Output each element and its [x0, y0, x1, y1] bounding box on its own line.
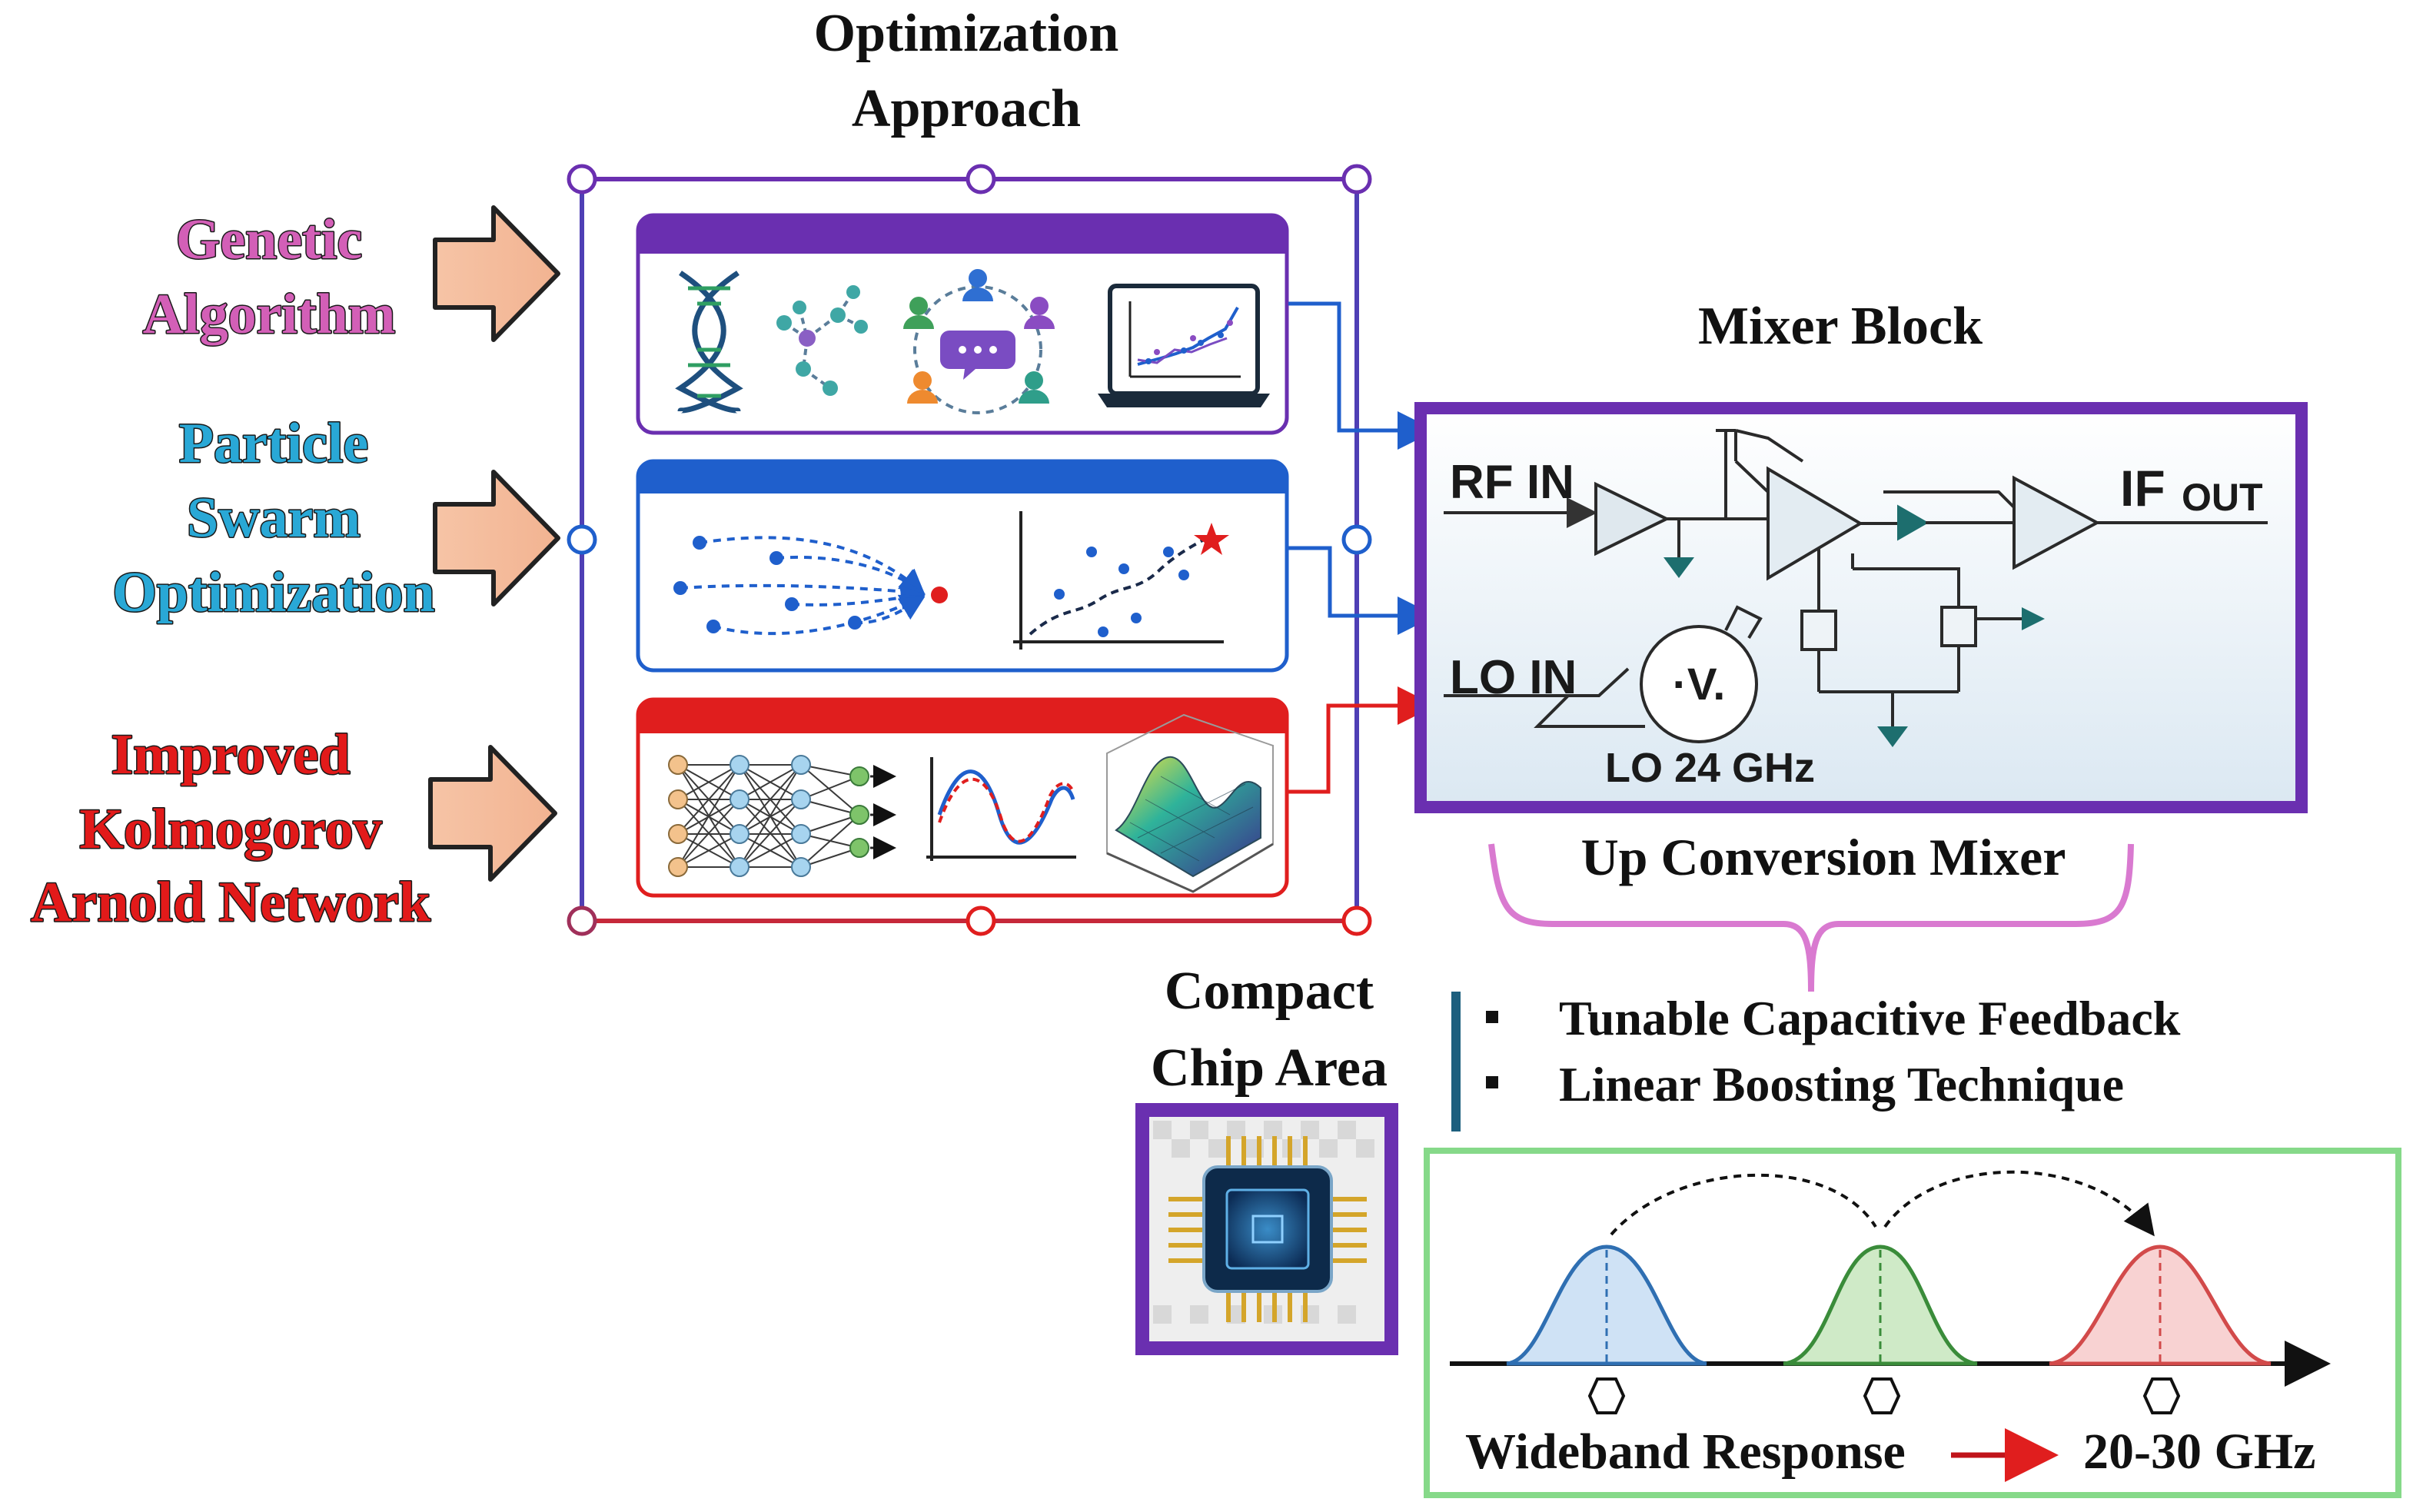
frequency-range-label: 20-30 GHz: [2083, 1424, 2315, 1480]
out-label: OUT: [2182, 476, 2263, 519]
dna-icon: [675, 271, 743, 414]
chip-image: [1135, 1103, 1398, 1355]
surface-plot-icon: [1106, 713, 1274, 893]
section-title-line1: Optimization: [814, 4, 1119, 63]
method-pso-label: Particle Swarm Optimization: [111, 411, 436, 626]
marker-hexagon-2: [1863, 1377, 1901, 1414]
molecule-icon: [776, 285, 868, 396]
rf-in-label: RF IN: [1450, 456, 1574, 509]
handle-bottom-left: [567, 906, 597, 936]
mixer-schematic: [1444, 429, 2268, 743]
method-pso-line1: Particle: [179, 412, 369, 475]
handle-top-middle: [966, 164, 996, 194]
panel-pso: [636, 459, 1289, 673]
handle-top-right: [1341, 164, 1372, 194]
ground-symbols: [1664, 557, 2045, 747]
mixer-title: Mixer Block: [1698, 297, 1983, 356]
method-genetic-label: Genetic Algorithm: [141, 208, 397, 347]
community-icon: [903, 269, 1055, 414]
marker-hexagon-3: [2142, 1377, 2181, 1414]
connector-genetic-to-mixer: [1288, 301, 1436, 450]
if-label: IF: [2120, 460, 2165, 517]
method-kan-label: Improved Kolmogorov Arnold Network: [29, 723, 432, 935]
handle-top-left: [567, 164, 597, 194]
method-pso-line3: Optimization: [112, 561, 434, 624]
method-genetic-line1: Genetic: [176, 208, 362, 271]
handle-right-middle: [1341, 524, 1372, 555]
wideband-response-label: Wideband Response: [1465, 1424, 1906, 1480]
method-kan-line3: Arnold Network: [31, 871, 431, 934]
connector-kan-to-mixer: [1288, 686, 1436, 794]
chip-title-line2: Chip Area: [1151, 1038, 1388, 1098]
wideband-panel: Wideband Response 20-30 GHz: [1424, 1148, 2401, 1498]
bullet-2: [1486, 1076, 1498, 1088]
swarm-icon: [673, 536, 948, 636]
chip-title-line1: Compact: [1165, 962, 1374, 1021]
lo-symbol: ·V.: [1673, 660, 1726, 709]
laptop-chart-icon: [1098, 284, 1270, 407]
block-arrow-kan: [428, 745, 557, 882]
method-pso-line2: Swarm: [187, 487, 361, 550]
block-arrow-pso: [433, 470, 560, 606]
scatter-trend-icon: [1013, 511, 1229, 650]
caption-brace: [1488, 843, 2134, 992]
handle-left-middle: [567, 524, 597, 555]
function-fit-icon: [926, 757, 1076, 861]
bullet-1: [1486, 1011, 1498, 1023]
neural-network-icon: [668, 755, 896, 877]
panel-kan: [636, 697, 1289, 898]
handle-bottom-right: [1341, 906, 1372, 936]
method-kan-line2: Kolmogorov: [79, 798, 381, 861]
handle-bottom-middle: [966, 906, 996, 936]
shift-arrow-1: [1610, 1173, 1877, 1236]
connector-pso-to-mixer: [1288, 546, 1436, 635]
marker-hexagon-1: [1587, 1377, 1626, 1414]
panel-genetic: [636, 213, 1289, 435]
mixer-block: ·V. RF IN IF OUT LO IN LO 24 GHz: [1414, 402, 2308, 813]
lo-in-label: LO IN: [1450, 651, 1577, 704]
section-title-line2: Approach: [852, 79, 1081, 138]
feature-2: Linear Boosting Technique: [1559, 1057, 2124, 1112]
method-genetic-line2: Algorithm: [143, 283, 396, 346]
lo-frequency-label: LO 24 GHz: [1605, 745, 1815, 791]
method-kan-line1: Improved: [111, 723, 350, 786]
feature-1: Tunable Capacitive Feedback: [1559, 991, 2181, 1045]
mixer-caption: Up Conversion Mixer: [1581, 828, 2066, 886]
block-arrow-genetic: [433, 205, 560, 342]
optimization-frame: [567, 164, 1372, 936]
